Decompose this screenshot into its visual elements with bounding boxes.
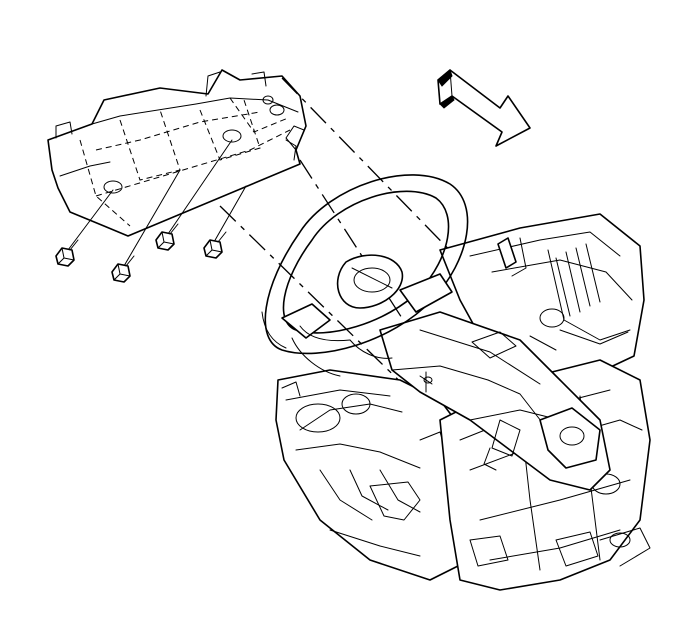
direction-arrow [437, 69, 531, 147]
steering-wheel [261, 174, 469, 377]
fastener-2 [111, 255, 135, 283]
knee-bolster-panel [47, 69, 307, 237]
fastener-1 [55, 239, 79, 267]
steering-column [379, 311, 611, 491]
fastener-4 [203, 231, 227, 259]
fastener-leader-lines [67, 139, 247, 267]
fastener-3 [155, 223, 179, 251]
